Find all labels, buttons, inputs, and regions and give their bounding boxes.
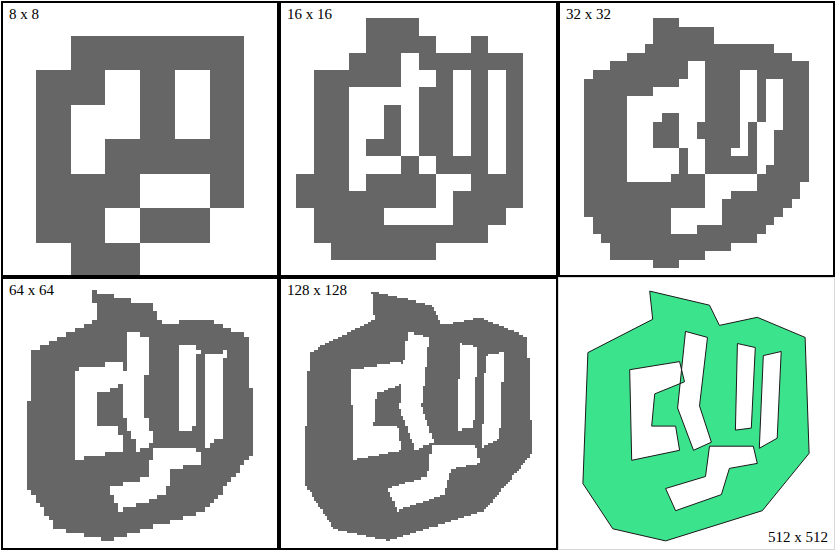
resolution-panel: 64 x 64 [1,277,279,550]
pixel-shape [305,292,532,542]
resolution-label: 16 x 16 [285,6,334,23]
pixel-shape [296,18,523,260]
pixel-shape [36,36,245,278]
resolution-label: 64 x 64 [7,282,56,299]
resolution-label: 128 x 128 [285,282,349,299]
resolution-panel: 16 x 16 [279,1,558,277]
vector-shape [583,291,809,541]
resolution-panel: 128 x 128 [279,277,558,550]
resolution-panel: 512 x 512 [558,277,835,550]
resolution-panel: 8 x 8 [1,1,279,277]
pixel-shape [584,18,809,268]
pixel-shape [27,290,253,542]
resolution-panel: 32 x 32 [558,1,835,277]
resolution-label: 32 x 32 [564,6,613,23]
resolution-label: 512 x 512 [766,529,830,546]
resolution-label: 8 x 8 [7,6,41,23]
